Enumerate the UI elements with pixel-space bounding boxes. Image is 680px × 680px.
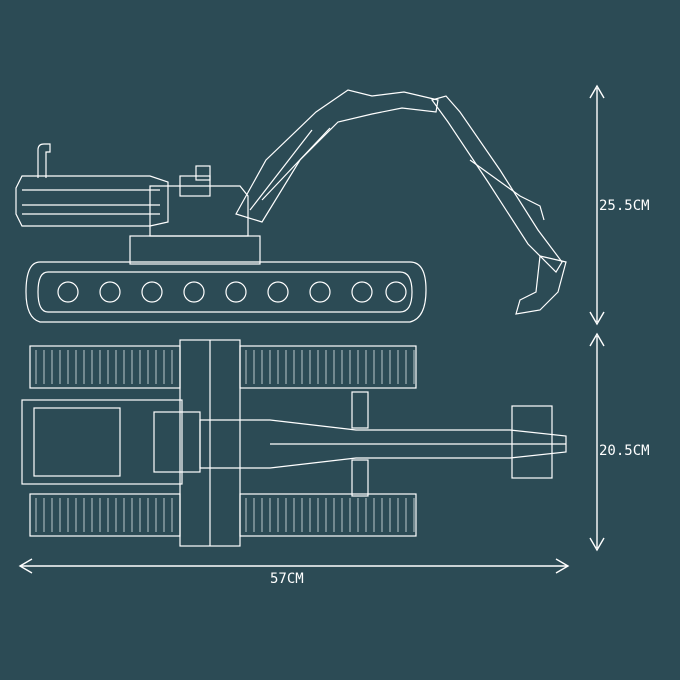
height-arrow-top — [589, 84, 605, 99]
boom-line — [249, 129, 313, 211]
cylinder-bottom — [351, 459, 369, 497]
length-dimension-label: 57CM — [270, 571, 304, 587]
turret — [149, 185, 249, 237]
bucket — [515, 255, 567, 315]
turret-panel — [195, 165, 211, 181]
body-top — [21, 399, 183, 485]
excavator-side-view — [15, 89, 567, 323]
boom-line — [261, 127, 331, 201]
undercarriage — [129, 235, 261, 265]
track-treads — [35, 350, 415, 532]
length-arrow-right — [555, 558, 570, 574]
bucket-top — [511, 405, 553, 479]
width-dimension-label: 20.5CM — [599, 443, 650, 459]
dimension-lines — [18, 84, 605, 574]
height-arrow-bottom — [589, 311, 605, 326]
length-arrow-left — [18, 558, 33, 574]
turret-panel — [179, 175, 211, 197]
stick-cylinder — [469, 159, 545, 221]
height-dimension-label: 25.5CM — [599, 198, 650, 214]
width-arrow-top — [589, 332, 605, 347]
engine-deck — [33, 407, 121, 477]
stick — [431, 95, 563, 273]
width-arrow-bottom — [589, 537, 605, 552]
boom-top — [199, 419, 567, 469]
excavator-top-view — [21, 339, 567, 547]
side-track-inner — [37, 271, 413, 313]
exhaust-pipe — [37, 143, 51, 178]
side-track — [25, 261, 427, 323]
track-rollers — [57, 281, 407, 303]
cylinder-top — [351, 391, 369, 429]
